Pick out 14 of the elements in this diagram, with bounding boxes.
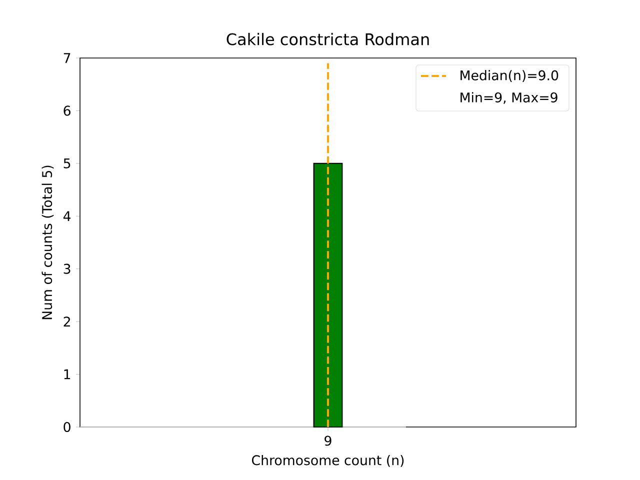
y-tick-label: 4 [63, 211, 71, 222]
y-axis-title: Num of counts (Total 5) [42, 166, 54, 320]
x-axis-title: Chromosome count (n) [252, 454, 404, 467]
y-tick-label: 3 [64, 264, 70, 274]
legend-label: Median(n)=9.0 [460, 70, 558, 82]
y-tick-label: 5 [64, 158, 70, 168]
y-tick-label: 6 [64, 106, 70, 116]
x-tick-label: 9 [324, 436, 332, 446]
chart-title: Cakile constricta Rodman [226, 32, 429, 46]
legend-label: Min=9, Max=9 [460, 92, 558, 104]
y-tick-label: 2 [64, 316, 70, 327]
y-tick-label: 7 [64, 53, 70, 63]
y-tick-label: 0 [64, 422, 70, 432]
y-tick-label: 1 [64, 369, 70, 380]
